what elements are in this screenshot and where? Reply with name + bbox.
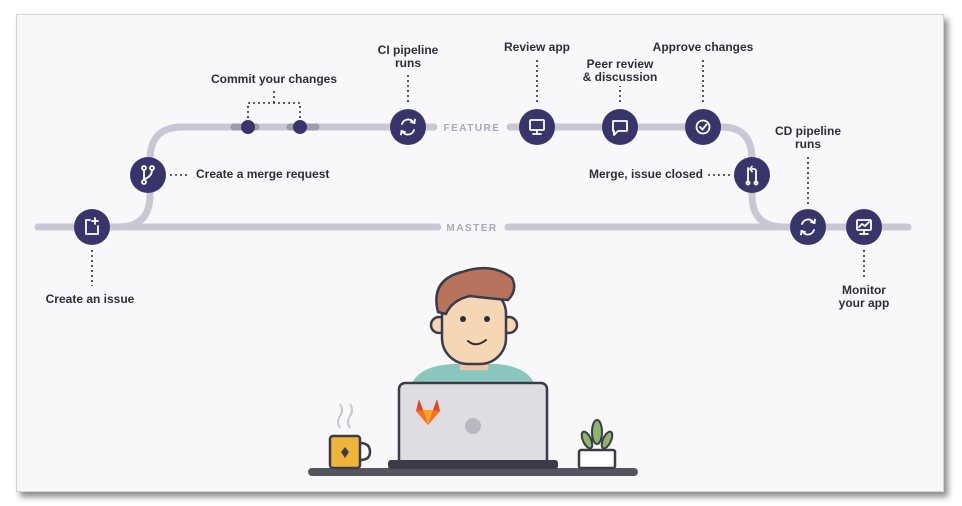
monitor-node[interactable]: [846, 209, 882, 245]
new-issue-icon: [85, 217, 99, 235]
peer-review-node[interactable]: [602, 109, 638, 145]
gitlab-fox-logo: [416, 399, 440, 425]
desk: [308, 468, 638, 476]
monitor-label-line2: your app: [838, 296, 890, 310]
sync-icon: [400, 118, 416, 136]
commit-dot-icon[interactable]: [293, 120, 307, 134]
cd-pipeline-label: CD pipeline runs: [775, 125, 841, 151]
approve-label: Approve changes: [652, 40, 754, 54]
cd-pipeline-label-line1: CD pipeline: [774, 124, 842, 138]
chart-monitor-icon: [856, 219, 872, 235]
ci-pipeline-node[interactable]: [390, 109, 426, 145]
merge-request-label: Create a merge request: [196, 167, 330, 181]
potted-plant-icon: [577, 419, 617, 470]
master-branch-label: MASTER: [446, 223, 497, 234]
ci-pipeline-label: CI pipeline runs: [378, 44, 439, 70]
dotted-connectors: [91, 58, 865, 286]
developer-shirt: [412, 364, 534, 383]
check-circle-icon: [695, 119, 711, 135]
branch-icon: [141, 165, 155, 185]
sync-icon: [800, 218, 816, 236]
cd-pipeline-node[interactable]: [790, 209, 826, 245]
merge-icon: [745, 165, 759, 186]
peer-review-label-line1: Peer review: [586, 57, 654, 71]
merge-closed-label: Merge, issue closed: [588, 167, 703, 181]
laptop-camera: [465, 418, 481, 434]
approve-node[interactable]: [685, 109, 721, 145]
merge-request-node[interactable]: [130, 157, 166, 193]
create-issue-label: Create an issue: [45, 292, 135, 306]
monitor-label-line1: Monitor: [841, 283, 886, 297]
coffee-mug-icon: [328, 403, 372, 470]
peer-review-label: Peer review & discussion: [583, 58, 658, 84]
laptop-base: [388, 460, 558, 469]
developer-eye-left: [460, 316, 466, 322]
create-issue-node[interactable]: [74, 209, 110, 245]
feature-branch-label: FEATURE: [444, 123, 501, 134]
developer-eye-right: [484, 316, 490, 322]
ci-pipeline-label-line1: CI pipeline: [377, 43, 439, 57]
merge-node[interactable]: [734, 157, 770, 193]
developer-smile: [467, 339, 487, 346]
monitor-icon: [529, 119, 545, 135]
peer-review-label-line2: & discussion: [582, 70, 658, 84]
ci-pipeline-label-line2: runs: [394, 56, 421, 70]
review-app-node[interactable]: [519, 109, 555, 145]
review-app-label: Review app: [503, 40, 571, 54]
developer-illustration: [308, 266, 638, 476]
cd-pipeline-label-line2: runs: [794, 137, 822, 151]
commit-dot-icon[interactable]: [241, 120, 255, 134]
developer-hair: [435, 266, 516, 316]
chat-bubble-icon: [612, 120, 628, 136]
monitor-label: Monitor your app: [839, 284, 890, 310]
commit-label: Commit your changes: [210, 72, 338, 86]
